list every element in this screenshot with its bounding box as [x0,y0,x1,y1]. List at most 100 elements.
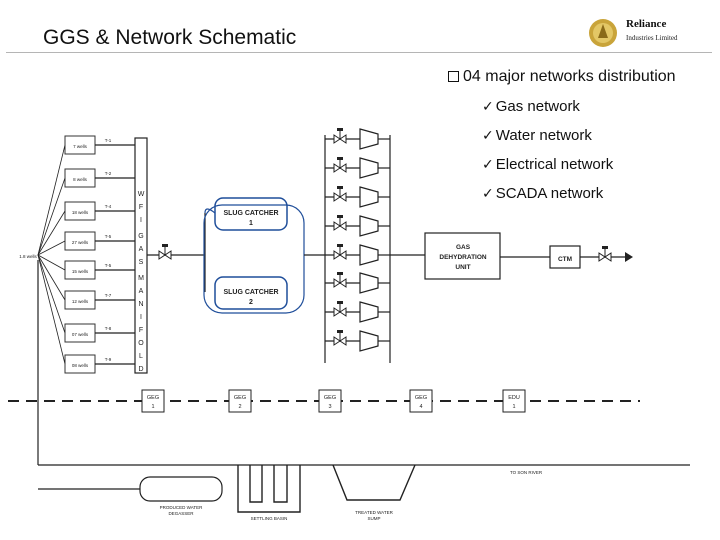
logo-subtitle: Industries Limited [626,34,678,42]
manifold-letter: F [139,327,143,334]
degasser-label-2: DEGASSER [168,511,194,516]
geg-label: EDU [508,395,520,401]
reliance-logo-icon [589,19,617,47]
geg-label: GEG [147,395,159,401]
geg-number: 3 [328,404,331,410]
slug-loop-top [204,208,216,214]
bullet-scada: ✓SCADA network [482,185,603,202]
compressor-icon [359,272,379,294]
valve-handle [337,128,343,131]
square-bullet-icon [448,71,459,83]
well-label: 7 wells [73,144,88,149]
dehydration-unit [424,232,501,280]
well-tag: T-5 [105,263,112,268]
dehydration-label-3: UNIT [455,264,470,271]
geg-box [409,389,433,413]
valve-handle [337,301,343,304]
manifold-letter: W [138,191,145,198]
sump-label-1: TREATED WATER [355,510,393,515]
bullet-gas: ✓Gas network [482,98,580,115]
check-icon: ✓ [482,99,494,115]
geg-box [318,389,342,413]
well-label: 18 wells [72,210,89,215]
well-branch-line [37,210,66,256]
well-label: 15 wells [72,269,89,274]
compressor-valve-icon [333,244,347,260]
well-branch-line [37,240,66,256]
well-tag: T-2 [105,171,112,176]
slug-catcher-2-label: SLUG CATCHER [223,289,278,296]
geg-number: 1 [151,404,154,410]
slug-catcher-2 [214,276,288,310]
sump-label-2: SUMP [367,516,380,521]
bullet-main: 04 major networks distribution [448,68,676,86]
valve-handle [162,244,168,247]
compressor-valve-icon [333,272,347,288]
well-label: 12 wells [72,299,89,304]
manifold-letter: O [138,340,144,347]
export-valve-icon [598,246,612,262]
bullet-scada-text: SCADA network [495,185,604,202]
manifold-letter: S [139,259,144,266]
dehydration-label-1: GAS [456,244,471,251]
ctm-label: CTM [558,256,572,263]
well-label: 07 wells [72,332,89,337]
bullet-water-text: Water network [495,127,592,144]
compressor-icon [359,215,379,237]
well-label: 08 wells [72,363,89,368]
settling-basin [237,465,301,513]
geg-box [502,389,526,413]
geg-box [141,389,165,413]
compressor-icon [359,128,379,150]
well-branch-line [37,144,66,256]
degasser-label-1: PRODUCED WATER [160,505,204,510]
well-branch-line [37,177,66,256]
settling-basin-label: SETTLING BASIN [251,516,288,521]
compressor-valve-icon [333,157,347,173]
well-tag: T-5 [105,234,112,239]
geg-label: GEG [234,395,246,401]
manifold-letter: A [139,288,144,295]
valve-handle [337,157,343,160]
valve-handle [602,246,608,249]
well-branch-line [37,254,66,301]
valve-handle [337,330,343,333]
manifold-letter: N [138,301,143,308]
slug-catcher-1 [214,197,288,231]
page-title: GGS & Network Schematic [43,26,297,49]
geg-box [228,389,252,413]
manifold-letter: F [139,204,143,211]
river-label: TO SON RIVER [510,470,543,475]
slug-catcher-1-number: 1 [249,220,253,227]
check-icon: ✓ [482,128,494,144]
geg-label: GEG [324,395,336,401]
treated-water-sump [332,464,416,501]
compressor-icon [359,244,379,266]
bullet-electrical-text: Electrical network [495,156,614,173]
slug-loop [203,204,305,314]
well-tag: T-7 [105,293,112,298]
bullet-main-text: 04 major networks distribution [463,68,676,85]
title-rule [6,52,712,53]
compressor-valve-icon [333,330,347,346]
export-arrow-icon [625,252,633,262]
manifold-box [134,137,148,374]
degasser-tank [139,476,223,502]
well-branch-line [37,254,66,334]
well-tag: T-9 [105,357,112,362]
manifold-letter: A [139,246,144,253]
manifold-letter: L [139,353,143,360]
manifold-letter: I [140,217,142,224]
logo-name: Reliance [626,18,667,30]
manifold-letter: M [138,275,144,282]
bullet-electrical: ✓Electrical network [482,156,613,173]
compressor-icon [359,186,379,208]
valve-handle [337,272,343,275]
valve-handle [337,244,343,247]
manifold-letter: D [138,366,143,373]
check-icon: ✓ [482,157,494,173]
compressor-valve-icon [333,215,347,231]
manifold-letter: I [140,314,142,321]
valve-handle [337,186,343,189]
